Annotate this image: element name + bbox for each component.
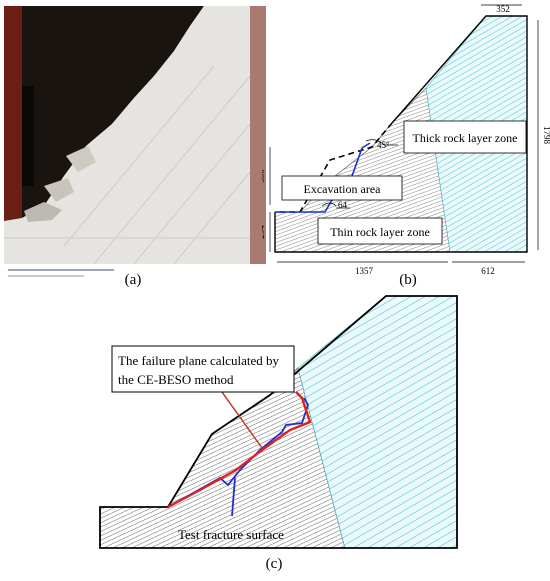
- dim-base-right: 612: [481, 266, 495, 276]
- angle-upper: 45°: [377, 140, 390, 150]
- panel-c-diagram: The failure plane calculated by the CE-B…: [99, 295, 458, 549]
- callout-line-2: the CE-BESO method: [118, 372, 234, 387]
- panel-b: 352 1798 500 294 1357 612 45° 64 Thick r…: [256, 0, 550, 292]
- dim-upper-step: 500: [262, 169, 266, 183]
- dim-top-width: 352: [496, 4, 510, 14]
- fracture-line-c: [167, 397, 309, 508]
- test-photo-drawing: [4, 6, 266, 264]
- panel-b-diagram: 352 1798 500 294 1357 612 45° 64 Thick r…: [256, 4, 550, 276]
- dim-base-left: 1357: [355, 266, 374, 276]
- angle-lower: 64: [338, 200, 348, 210]
- thin-zone-label: Thin rock layer zone: [330, 225, 430, 239]
- dim-lower-step: 294: [262, 225, 266, 239]
- failure-plane-line: [167, 391, 312, 509]
- fracture-label: Test fracture surface: [178, 527, 284, 542]
- panel-b-label: (b): [399, 272, 417, 288]
- test-photo: [4, 6, 266, 264]
- panel-c: The failure plane calculated by the CE-B…: [90, 290, 470, 560]
- panel-a-label: (a): [124, 272, 142, 288]
- dim-height: 1798: [542, 126, 550, 145]
- panel-c-label: (c): [265, 556, 283, 572]
- excavation-label: Excavation area: [304, 182, 382, 196]
- photo-ruler-strip: [4, 264, 266, 288]
- thick-zone-label: Thick rock layer zone: [413, 131, 518, 145]
- callout-line-1: The failure plane calculated by: [118, 353, 279, 368]
